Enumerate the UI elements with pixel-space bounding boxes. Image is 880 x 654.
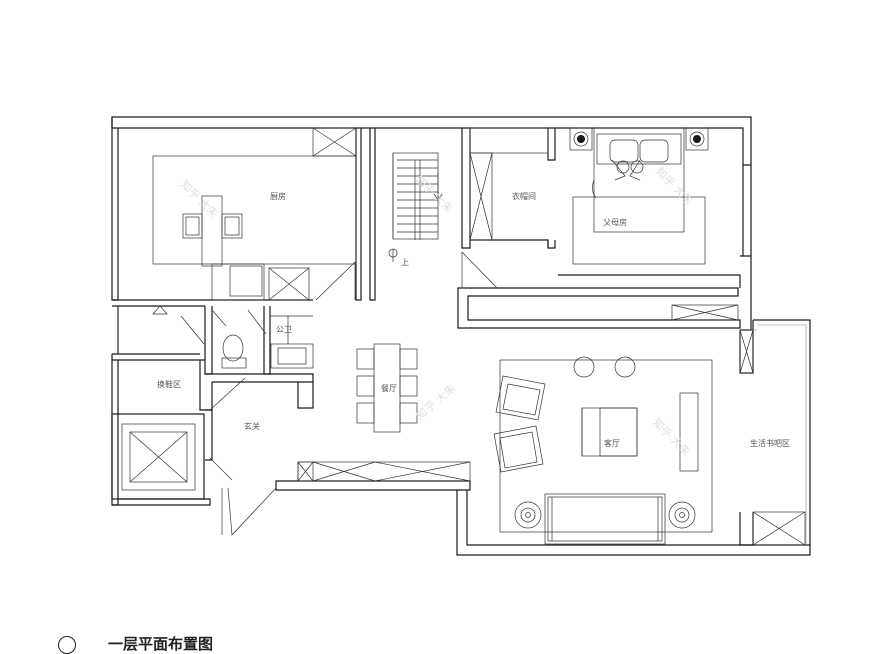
study-bar-area: 生活书吧区 <box>671 304 806 546</box>
room-label-dining: 餐厅 <box>381 384 397 393</box>
parents-room: 父母房 <box>569 127 709 265</box>
walk-in-closet: 衣帽间 <box>461 127 549 289</box>
room-label-public-bath: 公卫 <box>276 325 292 334</box>
watermark-4: 知乎 大朱 <box>413 381 458 422</box>
room-label-kitchen: 厨房 <box>270 191 286 201</box>
dining-area: 餐厅 <box>356 343 418 433</box>
watermark-5: 知乎 大朱 <box>650 415 693 458</box>
watermark-2: 知乎 大朱 <box>413 172 456 215</box>
plan-title: 一层平面布置图 <box>108 635 214 653</box>
room-label-entrance: 玄关 <box>244 421 260 431</box>
stair-label: 上 <box>401 258 409 267</box>
room-label-study-bar: 生活书吧区 <box>750 438 790 448</box>
elevator <box>111 413 205 500</box>
public-bathroom: 公卫 <box>180 309 314 369</box>
watermark-3: 知乎 大朱 <box>653 164 696 207</box>
title-marker-icon <box>58 636 76 654</box>
marker-triangle <box>152 305 168 315</box>
room-label-shoe-area: 换鞋区 <box>157 379 181 389</box>
entrance: 玄关 <box>209 377 277 536</box>
room-label-closet: 衣帽间 <box>512 191 536 201</box>
room-label-parents-room: 父母房 <box>603 217 627 227</box>
exterior-walls <box>111 116 811 556</box>
room-label-living: 客厅 <box>604 438 620 448</box>
staircase: 上 <box>388 152 443 267</box>
living-room: 客厅 <box>493 356 713 545</box>
corridor-cabinet <box>297 461 471 482</box>
shoe-area: 换鞋区 <box>117 306 181 389</box>
interior-walls <box>199 128 741 461</box>
kitchen: 厨房 <box>152 127 357 301</box>
